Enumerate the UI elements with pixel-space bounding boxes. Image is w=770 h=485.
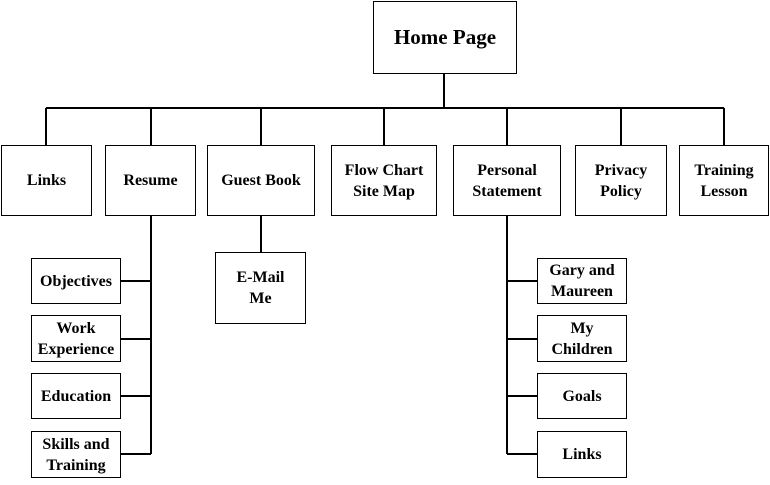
node-goals: Goals (537, 373, 627, 419)
node-flow-chart-site-map: Flow Chart Site Map (331, 145, 437, 216)
node-links-sub: Links (537, 431, 627, 478)
node-skills-and-training: Skills and Training (31, 431, 121, 478)
node-home-page: Home Page (373, 1, 517, 74)
node-education: Education (31, 373, 121, 419)
node-gary-and-maureen: Gary and Maureen (537, 258, 627, 304)
node-my-children: My Children (537, 315, 627, 362)
node-work-experience: Work Experience (31, 315, 121, 362)
node-guest-book: Guest Book (207, 145, 315, 216)
node-links: Links (1, 145, 92, 216)
node-privacy-policy: Privacy Policy (575, 145, 667, 216)
node-email-me: E-Mail Me (215, 252, 306, 324)
node-personal-statement: Personal Statement (453, 145, 561, 216)
node-training-lesson: Training Lesson (679, 145, 769, 216)
node-objectives: Objectives (31, 258, 121, 304)
node-resume: Resume (105, 145, 196, 216)
